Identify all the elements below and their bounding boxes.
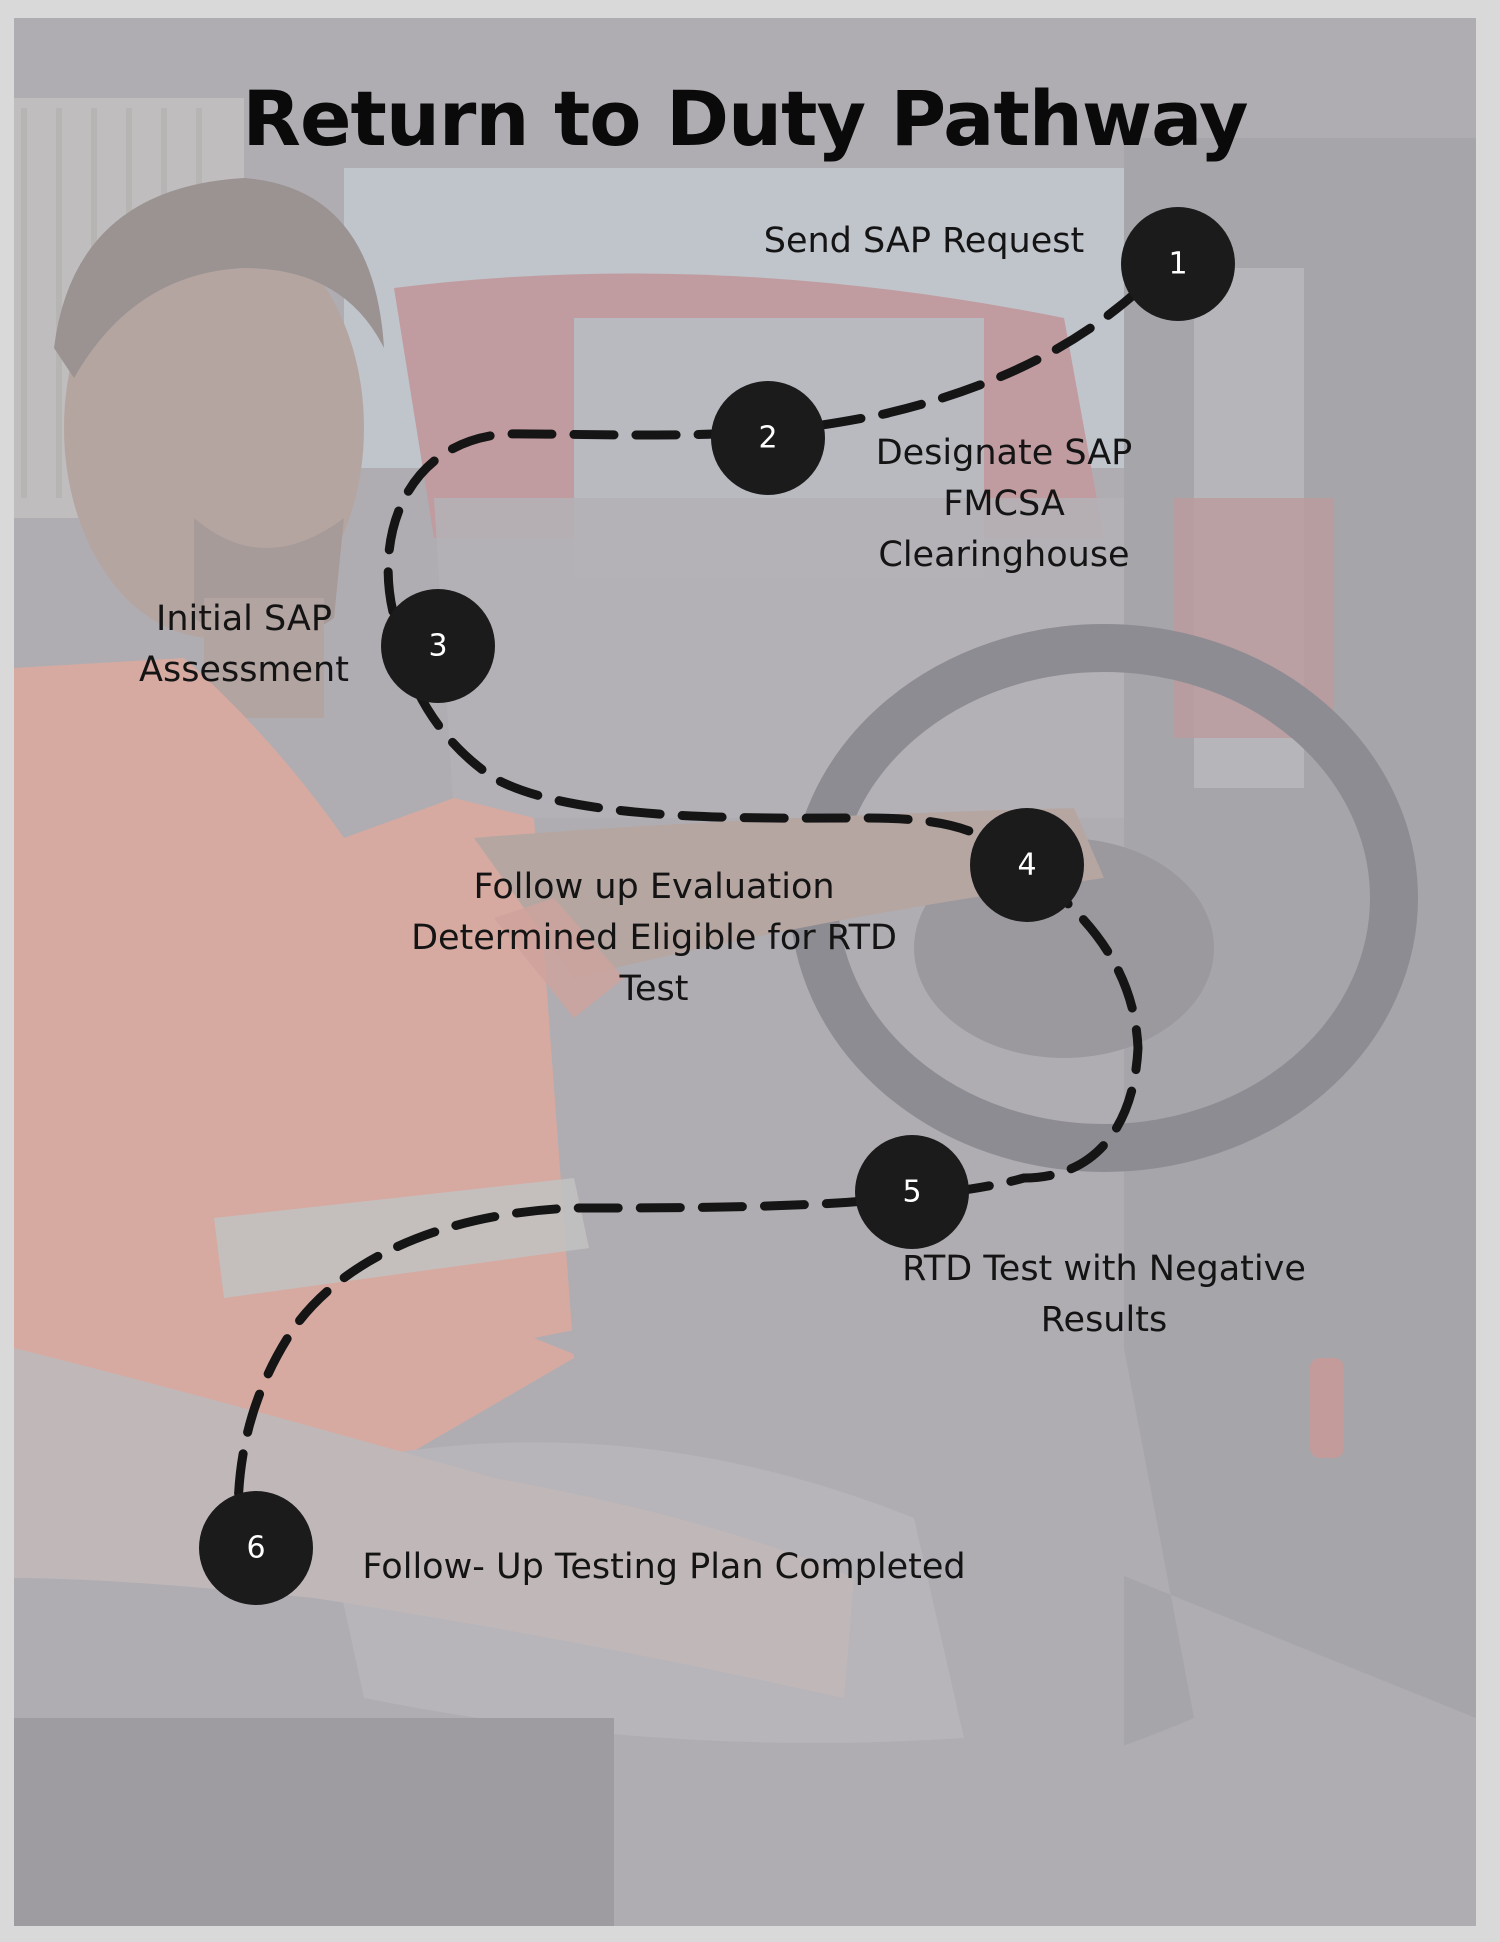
- pathway-dashed-line: [233, 285, 1144, 1515]
- step-label-4: Follow up Evaluation Determined Eligible…: [411, 867, 897, 1009]
- step-number-1: 1: [1168, 247, 1187, 282]
- page-title: Return to Duty Pathway: [242, 74, 1248, 163]
- step-label-5: RTD Test with Negative Results: [902, 1249, 1306, 1340]
- step-node-2: 2: [711, 381, 825, 495]
- step-number-2: 2: [758, 421, 777, 456]
- step-number-4: 4: [1017, 848, 1036, 883]
- step-label-3: Initial SAP Assessment: [139, 599, 349, 690]
- step-node-5: 5: [855, 1135, 969, 1249]
- step-node-3: 3: [381, 589, 495, 703]
- step-number-3: 3: [428, 629, 447, 664]
- step-label-6: Follow- Up Testing Plan Completed: [362, 1547, 966, 1587]
- step-node-6: 6: [199, 1491, 313, 1605]
- step-label-1: Send SAP Request: [763, 221, 1085, 261]
- step-number-6: 6: [246, 1531, 265, 1566]
- step-node-1: 1: [1121, 207, 1235, 321]
- step-label-2: Designate SAP FMCSA Clearinghouse: [875, 433, 1133, 575]
- poster: Return to Duty Pathway 1 2 3 4 5 6: [14, 18, 1476, 1926]
- step-node-4: 4: [970, 808, 1084, 922]
- step-number-5: 5: [902, 1175, 921, 1210]
- pathway-diagram: 1 2 3 4 5 6: [199, 207, 1235, 1605]
